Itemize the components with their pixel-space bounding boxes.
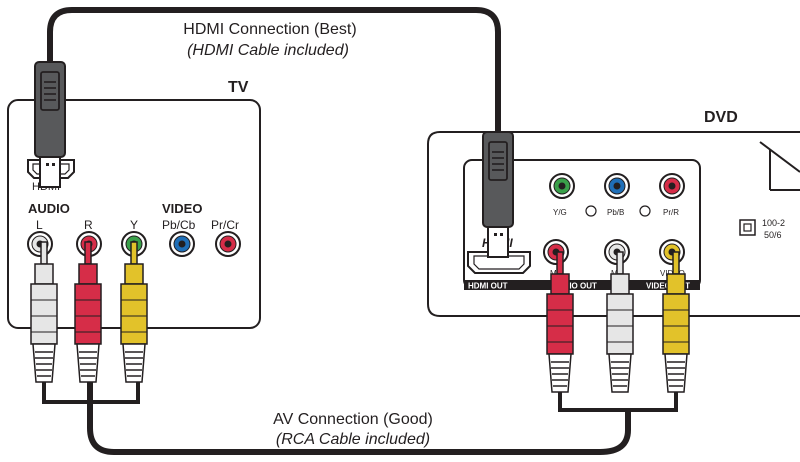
hdmi-connection-note: (HDMI Cable included) — [187, 42, 349, 59]
hdmi-cable — [47, 7, 501, 132]
tv-jack-l: L — [27, 218, 53, 257]
tv-jack-y-label: Y — [130, 218, 138, 232]
dvd-bottom-bar — [464, 280, 700, 290]
dvd-hdmi-out-label: HDMI OUT — [468, 282, 508, 291]
hdmi-connection-title: HDMI Connection (Best) — [183, 21, 356, 38]
tv-audio-label: AUDIO — [28, 201, 70, 216]
tv-video-label: VIDEO — [162, 201, 202, 216]
double-insulation-icon — [739, 219, 756, 236]
rca-cable-loop-dvd — [558, 378, 678, 412]
dvd-jack-pr-r: Pr/R — [659, 173, 685, 217]
dvd-back-edge — [759, 141, 800, 191]
dvd-screw-2 — [639, 205, 651, 217]
power-spec-line1: 100-2 — [762, 218, 785, 228]
tv-jack-pb: Pb/Cb — [162, 218, 196, 257]
dvd-screw-1 — [585, 205, 597, 217]
av-connection-note: (RCA Cable included) — [276, 431, 430, 448]
dvd-jack-pb-b: Pb/B — [604, 173, 630, 217]
power-spec-line2: 50/6 — [764, 230, 782, 240]
tv-jack-l-label: L — [36, 218, 43, 232]
dvd-hdmi-port — [467, 251, 531, 274]
av-connection-title: AV Connection (Good) — [273, 411, 433, 428]
dvd-jack-pb-b-label: Pb/B — [607, 208, 624, 217]
dvd-jack-y-g-label: Y/G — [553, 208, 567, 217]
tv-jack-pr: Pr/Cr — [211, 218, 241, 257]
dvd-audio-out-label: AUDIO OUT — [552, 282, 597, 291]
tv-jack-r-label: R — [84, 218, 93, 232]
tv-hdmi-plug — [34, 61, 66, 188]
dvd-jack-pr-r-label: Pr/R — [663, 208, 679, 217]
tv-jack-pb-label: Pb/Cb — [162, 218, 196, 232]
tv-jack-pr-label: Pr/Cr — [211, 218, 239, 232]
dvd-title: DVD — [704, 109, 738, 126]
dvd-hdmi-plug — [482, 131, 514, 258]
av-cable — [87, 368, 631, 455]
dvd-jack-y-g: Y/G — [549, 173, 575, 217]
tv-title: TV — [228, 79, 249, 96]
